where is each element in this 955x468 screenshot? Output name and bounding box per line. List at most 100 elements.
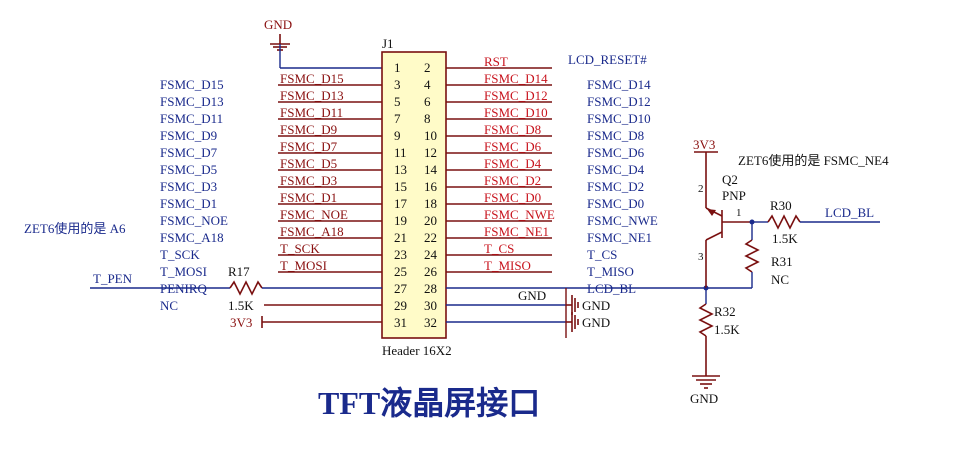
left-pin-label: FSMC_D11	[280, 105, 343, 120]
r30-ref: R30	[770, 198, 792, 213]
gnd-bottom-symbol	[692, 375, 720, 389]
right-net-label: FSMC_D12	[587, 94, 651, 109]
q2-pin-c: 3	[698, 251, 704, 263]
q2-type: PNP	[722, 188, 746, 203]
pin-number-8: 8	[424, 111, 431, 126]
left-pin-label: T_SCK	[280, 241, 320, 256]
left-net-label: FSMC_D5	[160, 162, 217, 177]
right-pin-label: FSMC_D2	[484, 173, 541, 188]
pin-number-23: 23	[394, 247, 407, 262]
r17-ref: R17	[228, 264, 250, 279]
right-pin-label: FSMC_D4	[484, 156, 542, 171]
right-net-label: FSMC_D0	[587, 196, 644, 211]
left-pin-label: FSMC_D9	[280, 122, 337, 137]
r32-ref: R32	[714, 304, 736, 319]
pin-wires	[278, 67, 552, 273]
gnd-right-symbol-2	[566, 312, 579, 332]
left-net-label: FSMC_D15	[160, 77, 224, 92]
pin-number-14: 14	[424, 162, 438, 177]
v33-top-label: 3V3	[693, 137, 715, 152]
gnd-net-label: GND	[518, 288, 546, 303]
r31-value: NC	[771, 272, 789, 287]
r30-value: 1.5K	[772, 231, 798, 246]
pin-number-31: 31	[394, 315, 407, 330]
pin-number-10: 10	[424, 128, 437, 143]
q2-ref: Q2	[722, 172, 738, 187]
right-net-label: FSMC_D6	[587, 145, 645, 160]
gnd-bottom-label: GND	[690, 391, 718, 406]
left-net-label: FSMC_D11	[160, 111, 223, 126]
right-net-label: FSMC_D14	[587, 77, 651, 92]
j1-part: Header 16X2	[382, 343, 452, 358]
right-pin-label: FSMC_D6	[484, 139, 542, 154]
r31-ref: R31	[771, 254, 793, 269]
pin-number-11: 11	[394, 145, 407, 160]
right-net-label: FSMC_D10	[587, 111, 651, 126]
right-net-label: T_CS	[587, 247, 617, 262]
right-net-label: FSMC_D8	[587, 128, 644, 143]
right-pin-label: RST	[484, 54, 508, 69]
left-pin-label: T_MOSI	[280, 258, 327, 273]
q2-pnp-transistor	[705, 207, 752, 288]
pin-number-29: 29	[394, 298, 407, 313]
left-net-label: T_MOSI	[160, 264, 207, 279]
t-pen-label: T_PEN	[93, 271, 133, 286]
pin-number-22: 22	[424, 230, 437, 245]
pin-number-24: 24	[424, 247, 438, 262]
left-net-label: T_SCK	[160, 247, 200, 262]
left-net-label: FSMC_D7	[160, 145, 218, 160]
q2-pin-e: 2	[698, 183, 704, 195]
j1-ref: J1	[382, 36, 394, 51]
pin-number-1: 1	[394, 60, 401, 75]
pin-number-4: 4	[424, 77, 431, 92]
pin-number-13: 13	[394, 162, 407, 177]
right-pin-label: FSMC_D14	[484, 71, 548, 86]
right-pin-label: FSMC_D10	[484, 105, 548, 120]
lcd-bl-net-right: LCD_BL	[825, 205, 874, 220]
right-pin-label: FSMC_D8	[484, 122, 541, 137]
right-net-label: FSMC_D4	[587, 162, 645, 177]
left-net-label: NC	[160, 298, 178, 313]
pin-number-30: 30	[424, 298, 437, 313]
gnd-right-symbol-1	[566, 295, 579, 315]
pin-number-21: 21	[394, 230, 407, 245]
right-net-label: FSMC_NWE	[587, 213, 658, 228]
right-pin-label: FSMC_D0	[484, 190, 541, 205]
pin-number-15: 15	[394, 179, 407, 194]
r30-resistor	[767, 214, 801, 230]
v33-left-label: 3V3	[230, 315, 252, 330]
right-net-label: T_MISO	[587, 264, 634, 279]
right-pin-labels: RSTFSMC_D14FSMC_D12FSMC_D10FSMC_D8FSMC_D…	[484, 54, 555, 273]
left-pin-label: FSMC_D7	[280, 139, 338, 154]
left-pin-label: FSMC_D3	[280, 173, 337, 188]
pin-number-3: 3	[394, 77, 401, 92]
right-pin-label: FSMC_NE1	[484, 224, 549, 239]
pin-number-19: 19	[394, 213, 407, 228]
pin-number-25: 25	[394, 264, 407, 279]
left-net-label: FSMC_A18	[160, 230, 224, 245]
right-net-label: LCD_RESET#	[568, 52, 647, 67]
left-net-labels: FSMC_D15FSMC_D13FSMC_D11FSMC_D9FSMC_D7FS…	[160, 77, 228, 313]
left-pin-label: FSMC_A18	[280, 224, 344, 239]
diagram-title: TFT液晶屏接口	[318, 385, 540, 421]
right-pin-label: FSMC_NWE	[484, 207, 555, 222]
pin-number-7: 7	[394, 111, 401, 126]
pin-number-6: 6	[424, 94, 431, 109]
r32-resistor	[698, 303, 714, 337]
q2-pin-b: 1	[736, 207, 742, 219]
pin-number-18: 18	[424, 196, 437, 211]
left-pin-label: FSMC_D5	[280, 156, 337, 171]
pin-number-5: 5	[394, 94, 401, 109]
note-right: ZET6使用的是 FSMC_NE4	[738, 153, 889, 168]
pin-number-28: 28	[424, 281, 437, 296]
left-net-label: FSMC_NOE	[160, 213, 228, 228]
r17-resistor	[229, 280, 382, 296]
r32-value: 1.5K	[714, 322, 740, 337]
right-pin-label: T_MISO	[484, 258, 531, 273]
r31-resistor	[744, 239, 760, 273]
right-net-labels: LCD_RESET# FSMC_D14FSMC_D12FSMC_D10FSMC_D…	[568, 52, 658, 296]
left-pin-label: FSMC_D15	[280, 71, 344, 86]
pin-number-12: 12	[424, 145, 437, 160]
